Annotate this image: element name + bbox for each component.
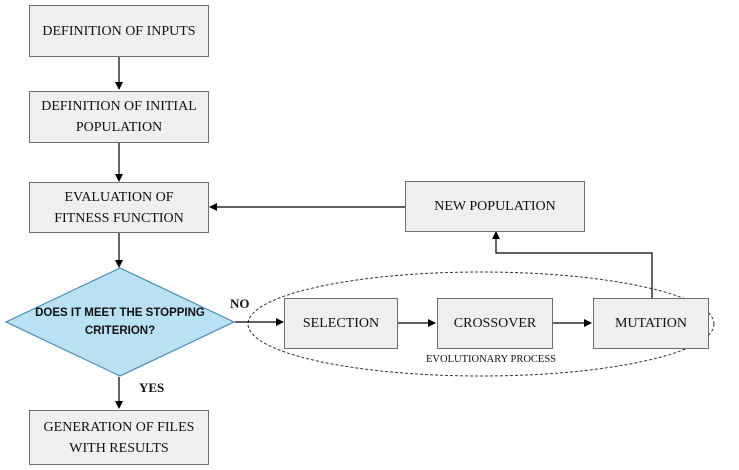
no-label: NO [230, 296, 250, 311]
results-label: GENERATION OF FILES WITH RESULTS [43, 419, 195, 456]
inputs-label: DEFINITION OF INPUTS [42, 23, 196, 39]
new-population-label: NEW POPULATION [434, 199, 556, 214]
mutation-label: MUTATION [615, 316, 687, 331]
mutation-box: MUTATION [593, 298, 709, 349]
arrow-mutation-to-new-population [492, 231, 653, 298]
decision-diamond [4, 267, 236, 377]
decision-label: DOES IT MEET THE STOPPING CRITERION? [35, 307, 205, 337]
new-population-box: NEW POPULATION [405, 181, 585, 232]
fitness-label: EVALUATION OF FITNESS FUNCTION [54, 189, 184, 226]
initial-population-box: DEFINITION OF INITIAL POPULATION [29, 91, 209, 143]
evolutionary-process-ellipse [247, 271, 715, 377]
selection-label: SELECTION [302, 316, 380, 331]
evolutionary-process-caption: EVOLUTIONARY PROCESS [426, 354, 556, 365]
crossover-box: CROSSOVER [437, 298, 553, 349]
crossover-label: CROSSOVER [453, 316, 537, 331]
fitness-box: EVALUATION OF FITNESS FUNCTION [29, 182, 209, 233]
inputs-box: DEFINITION OF INPUTS [29, 5, 209, 57]
selection-box: SELECTION [284, 298, 398, 349]
results-box: GENERATION OF FILES WITH RESULTS [29, 410, 209, 465]
initial-population-label: DEFINITION OF INITIAL POPULATION [41, 99, 197, 135]
yes-label: YES [139, 380, 165, 395]
